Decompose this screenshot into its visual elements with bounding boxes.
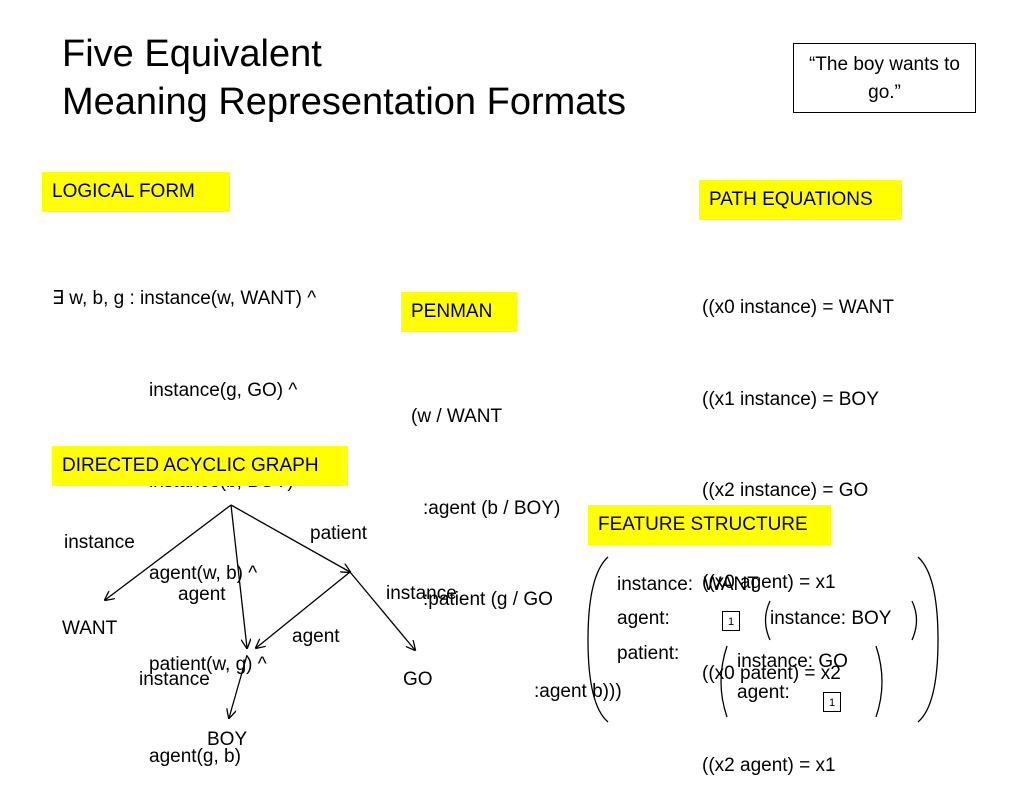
slide-title: Five Equivalent Meaning Representation F…: [62, 30, 626, 126]
penman-line: :agent b))): [534, 680, 622, 702]
path-equation-line: ((x0 agent) = x1: [702, 571, 836, 593]
slide-title-line1: Five Equivalent: [62, 33, 322, 75]
dag-edge-instance-want: [105, 504, 232, 600]
dag-edge-instance-boy: [229, 654, 248, 718]
fs-patient-left-bracket: [720, 645, 728, 718]
dag-edge-label: instance: [64, 532, 135, 553]
penman-line: :patient (g / GO: [423, 589, 553, 610]
dag-edge-agent-g: [256, 571, 351, 648]
penman-line: (w / WANT: [411, 406, 503, 427]
fs-agent-ref-box: 1: [722, 611, 740, 631]
path-equation-line: ((x0 patent) = x2: [702, 663, 841, 684]
fs-agent-left-bracket: [764, 600, 771, 641]
fs-patient-instance: instance: GO: [737, 651, 848, 672]
fs-patient-agent-ref-box: 1: [823, 692, 841, 712]
dag-node-boy: BOY: [207, 729, 248, 750]
dag-edge-label: agent: [178, 584, 226, 605]
penman-label: PENMAN: [401, 292, 517, 332]
dag-label: DIRECTED ACYCLIC GRAPH: [52, 446, 348, 486]
fs-agent-key: agent:: [617, 608, 670, 629]
fs-instance-row: instance: WANT: [617, 574, 759, 595]
fs-outer-left-bracket: [587, 556, 609, 723]
fs-agent-value: instance: BOY: [770, 608, 892, 629]
dag-edge-instance-go: [349, 571, 415, 650]
path-equation-line: ((x1 instance) = BOY: [702, 388, 879, 410]
dag-node-go: GO: [403, 669, 433, 690]
fs-patient-agent-key: agent:: [737, 682, 790, 703]
path-equations-block: ((x0 instance) = WANT ((x1 instance) = B…: [702, 232, 894, 812]
logical-form-line: instance(g, GO) ^: [149, 379, 298, 401]
logical-form-line: ∃ w, b, g : instance(w, WANT) ^: [52, 288, 317, 309]
fs-patient-key: patient:: [617, 643, 680, 664]
penman-block: (w / WANT :agent (b / BOY) :patient (g /…: [411, 341, 622, 738]
feature-structure-label: FEATURE STRUCTURE: [588, 505, 831, 545]
dag-edge-label: agent: [292, 626, 340, 647]
fs-patient-right-bracket: [875, 645, 883, 718]
dag-edge-label: instance: [139, 669, 210, 690]
logical-form-label: LOGICAL FORM: [42, 172, 230, 212]
path-equation-line: ((x0 instance) = WANT: [702, 297, 894, 318]
penman-line: :agent (b / BOY): [423, 497, 561, 519]
slide-title-line2: Meaning Representation Formats: [62, 81, 626, 123]
dag-node-want: WANT: [62, 618, 118, 639]
example-sentence-box: “The boy wants to go.”: [793, 43, 976, 113]
dag-graph: [0, 504, 1024, 768]
fs-outer-right-bracket: [917, 556, 939, 723]
path-equations-label: PATH EQUATIONS: [699, 180, 902, 220]
dag-edge-label: instance: [386, 583, 457, 604]
logical-form-line: agent(g, b): [149, 745, 241, 767]
path-equation-line: ((x2 instance) = GO: [702, 480, 869, 501]
dag-edge-agent-w: [230, 504, 247, 648]
fs-agent-right-bracket: [911, 600, 918, 641]
dag-edge-patient: [230, 504, 350, 572]
dag-edge-label: patient: [310, 523, 368, 544]
feature-structure-brackets: [587, 556, 939, 723]
